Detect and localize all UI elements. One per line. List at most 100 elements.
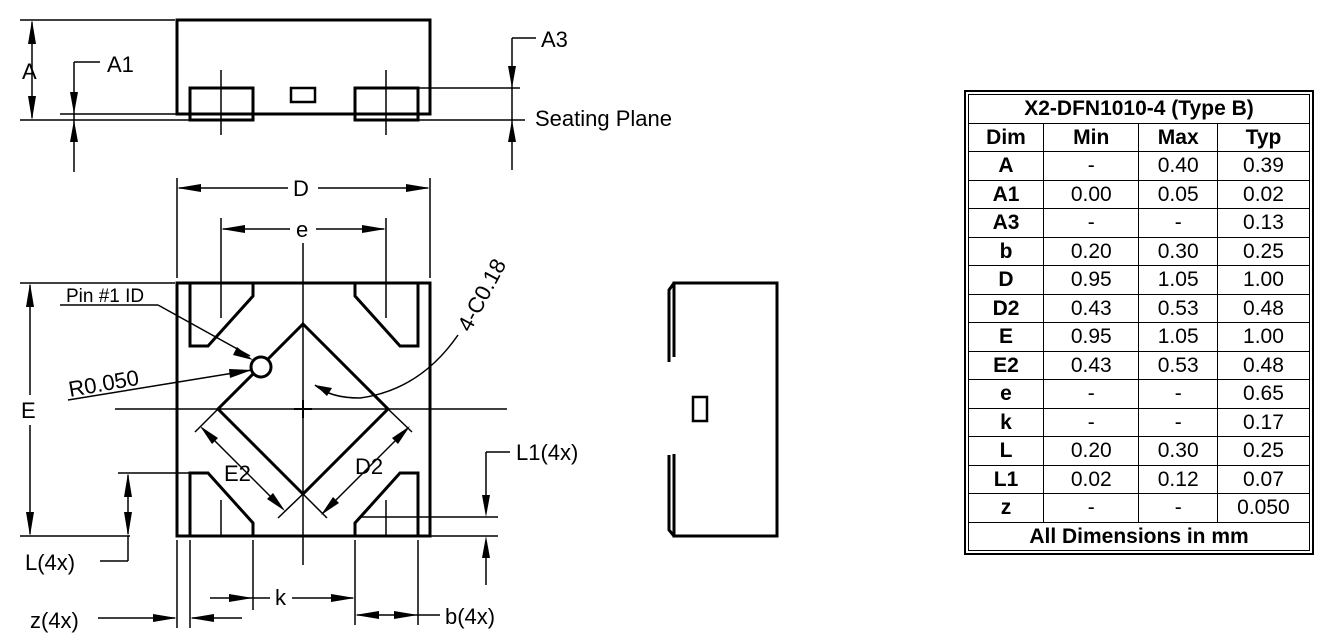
dim-label-d: D (293, 176, 309, 201)
cell-dim: b (967, 236, 1045, 266)
pin1-notch (249, 355, 273, 379)
table-footer: All Dimensions in mm (968, 521, 1310, 551)
dim-label-a3: A3 (541, 27, 568, 52)
cell-dim: k (967, 407, 1045, 437)
cell-typ: 0.13 (1216, 208, 1311, 238)
table-row: k--0.17 (967, 407, 1311, 437)
pad-top-right (353, 281, 420, 348)
cell-max: 0.53 (1138, 293, 1218, 323)
cell-max: 0.05 (1138, 179, 1218, 209)
cell-max: 1.05 (1138, 322, 1218, 352)
dimension-table: X2-DFN1010-4 (Type B) Dim Min Max Typ A-… (964, 90, 1314, 555)
cell-dim: D (967, 265, 1045, 295)
cell-min: 0.95 (1043, 322, 1140, 352)
seating-plane-label: Seating Plane (535, 106, 672, 131)
cell-min: 0.95 (1043, 265, 1140, 295)
cell-dim: A3 (967, 208, 1045, 238)
cell-typ: 0.050 (1216, 493, 1311, 523)
table-row: A3--0.13 (967, 208, 1311, 238)
dim-label-e-pitch: e (296, 217, 308, 242)
cell-min: - (1043, 407, 1140, 437)
header-max: Max (1138, 122, 1218, 152)
table-header-row: Dim Min Max Typ (967, 122, 1311, 152)
side-view-center-pad (289, 86, 317, 104)
cell-typ: 1.00 (1216, 265, 1311, 295)
cell-max: - (1138, 208, 1218, 238)
cell-min: - (1043, 379, 1140, 409)
cell-min: 0.20 (1043, 436, 1140, 466)
cell-dim: E2 (967, 350, 1045, 380)
dim-label-z: z(4x) (30, 608, 79, 633)
pad-bottom-right (353, 471, 420, 538)
cell-dim: D2 (967, 293, 1045, 323)
cell-max: 0.30 (1138, 236, 1218, 266)
cell-dim: e (967, 379, 1045, 409)
cell-max: 0.40 (1138, 151, 1218, 181)
table-title: X2-DFN1010-4 (Type B) (968, 94, 1310, 124)
cell-min: - (1043, 208, 1140, 238)
cell-max: 1.05 (1138, 265, 1218, 295)
cell-dim: L (967, 436, 1045, 466)
table-row: z--0.050 (967, 493, 1311, 523)
cell-dim: z (967, 493, 1045, 523)
dimension-table-grid: X2-DFN1010-4 (Type B) Dim Min Max Typ A-… (967, 94, 1311, 551)
cell-max: 0.12 (1138, 464, 1218, 494)
cell-min: 0.00 (1043, 179, 1140, 209)
cell-max: - (1138, 379, 1218, 409)
pad-top-left (188, 281, 255, 348)
end-view-body (672, 281, 779, 538)
bottom-view: D e E (20, 176, 578, 633)
end-view (667, 281, 779, 538)
cell-typ: 0.02 (1216, 179, 1311, 209)
cell-typ: 0.48 (1216, 350, 1311, 380)
side-view: A A1 A3 Seating Plane (20, 18, 672, 172)
table-row: e--0.65 (967, 379, 1311, 409)
cell-min: 0.20 (1043, 236, 1140, 266)
dim-label-b: b(4x) (445, 604, 495, 629)
cell-max: 0.30 (1138, 436, 1218, 466)
side-view-body (175, 18, 432, 116)
header-min: Min (1043, 122, 1140, 152)
cell-typ: 0.65 (1216, 379, 1311, 409)
cell-typ: 0.48 (1216, 293, 1311, 323)
cell-typ: 0.07 (1216, 464, 1311, 494)
header-typ: Typ (1216, 122, 1311, 152)
cell-dim: E (967, 322, 1045, 352)
cell-min: - (1043, 493, 1140, 523)
cell-min: - (1043, 151, 1140, 181)
end-view-center-pad (691, 395, 709, 423)
dim-label-e2: E2 (224, 461, 251, 486)
cell-min: 0.43 (1043, 293, 1140, 323)
chamfer-label: 4-C0.18 (452, 254, 511, 335)
dim-label-a1: A1 (107, 52, 134, 77)
cell-min: 0.43 (1043, 350, 1140, 380)
cell-max: - (1138, 493, 1218, 523)
cell-max: 0.53 (1138, 350, 1218, 380)
cell-dim: A (967, 151, 1045, 181)
cell-typ: 0.39 (1216, 151, 1311, 181)
cell-typ: 0.17 (1216, 407, 1311, 437)
header-dim: Dim (967, 122, 1045, 152)
dim-label-l: L(4x) (25, 550, 75, 575)
dim-label-e-body: E (21, 398, 36, 423)
dim-label-k: k (275, 585, 287, 610)
dim-label-l1: L1(4x) (516, 440, 578, 465)
pad-bottom-left (188, 471, 255, 538)
dim-label-a: A (22, 59, 37, 84)
cell-typ: 0.25 (1216, 236, 1311, 266)
cell-dim: L1 (967, 464, 1045, 494)
cell-min: 0.02 (1043, 464, 1140, 494)
cell-typ: 0.25 (1216, 436, 1311, 466)
radius-label: R0.050 (67, 365, 141, 402)
